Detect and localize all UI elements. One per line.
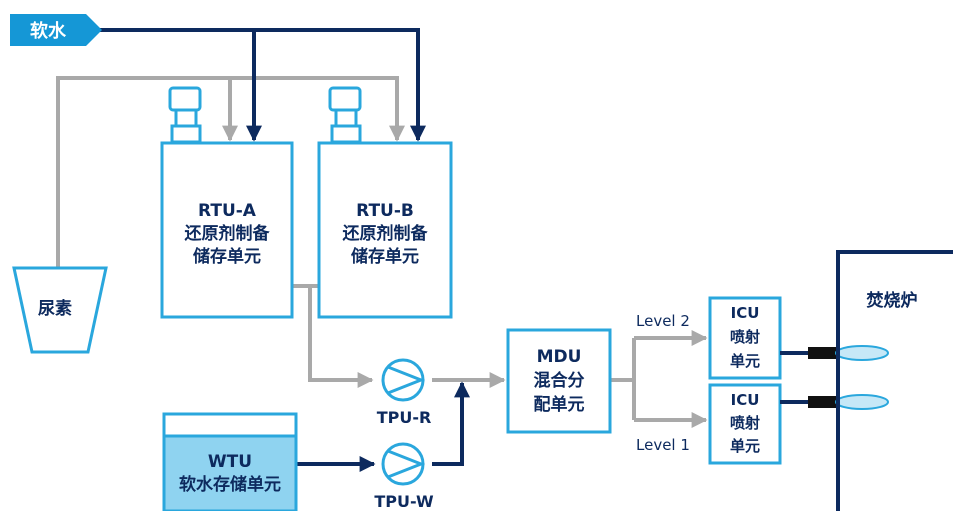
level-2-label: Level 2 — [636, 312, 690, 330]
incinerator-label: 焚烧炉 — [866, 290, 918, 311]
soft-water-label: 软水 — [30, 20, 67, 42]
filter-a-icon — [168, 86, 202, 144]
rtu-outlet-lines — [292, 284, 374, 388]
icu-top-line1: 喷射 — [730, 328, 760, 346]
rtu-b-line2: 储存单元 — [351, 246, 419, 267]
icu-top-line2: 单元 — [730, 352, 760, 370]
wtu-unit: WTU 软水存储单元 — [162, 412, 298, 511]
lance-top-icon — [780, 345, 889, 361]
incinerator: 焚烧炉 — [836, 250, 953, 511]
rtu-a-unit: RTU-A 还原剂制备 储存单元 — [160, 141, 294, 319]
mdu-code: MDU — [537, 347, 582, 367]
filter-b-icon — [328, 86, 362, 144]
icu-top-unit: ICU 喷射 单元 — [708, 296, 782, 380]
icu-top-code: ICU — [731, 304, 760, 322]
icu-bottom-line2: 单元 — [730, 437, 760, 455]
mdu-line1: 混合分 — [534, 370, 585, 391]
mdu-line2: 配单元 — [534, 394, 585, 415]
rtu-b-unit: RTU-B 还原剂制备 储存单元 — [317, 141, 453, 319]
tpu-w-label: TPU-W — [374, 492, 434, 511]
tpu-r-label: TPU-R — [377, 408, 432, 427]
pump-r-icon — [381, 358, 426, 402]
rtu-b-line1: 还原剂制备 — [342, 223, 429, 244]
level-1-label: Level 1 — [636, 436, 690, 454]
wtu-line1: 软水存储单元 — [179, 474, 281, 495]
rtu-b-code: RTU-B — [356, 201, 414, 221]
icu-bottom-unit: ICU 喷射 单元 — [708, 383, 782, 465]
soft-water-tag: 软水 — [10, 14, 102, 46]
urea-hopper: 尿素 — [12, 266, 108, 354]
urea-label: 尿素 — [38, 299, 72, 319]
rtu-a-line2: 储存单元 — [193, 246, 261, 267]
icu-bottom-code: ICU — [731, 391, 760, 409]
mdu-unit: MDU 混合分 配单元 — [506, 328, 612, 434]
rtu-a-line1: 还原剂制备 — [184, 223, 271, 244]
mixed-lines — [432, 330, 708, 428]
pump-w-icon — [381, 442, 426, 486]
rtu-a-code: RTU-A — [198, 201, 257, 221]
lance-bottom-icon — [780, 394, 889, 410]
wtu-code: WTU — [208, 452, 252, 472]
icu-bottom-line1: 喷射 — [730, 414, 760, 432]
urea-supply-lines — [56, 76, 405, 268]
soft-water-lines — [98, 28, 470, 472]
